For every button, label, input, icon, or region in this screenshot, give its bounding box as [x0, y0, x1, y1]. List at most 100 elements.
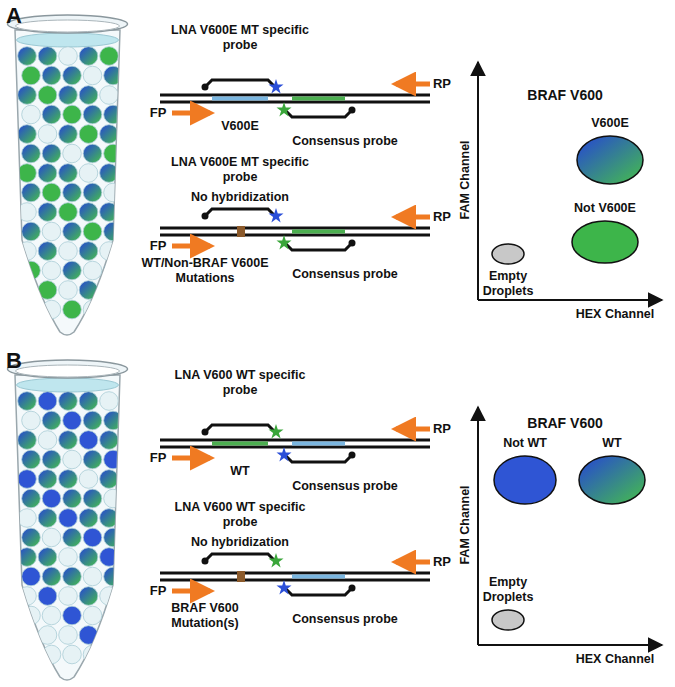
- droplet: [59, 203, 78, 222]
- droplet: [22, 489, 41, 508]
- droplet: [104, 606, 123, 625]
- dna-template: [160, 79, 430, 117]
- droplet: [104, 105, 123, 124]
- droplet: [79, 47, 98, 66]
- droplet: [18, 47, 37, 66]
- droplet: [83, 411, 102, 430]
- droplet: [104, 450, 123, 469]
- droplet: [18, 242, 37, 261]
- tube-rim: [8, 360, 128, 378]
- droplet: [104, 411, 123, 430]
- reverse-primer: [396, 82, 430, 87]
- plot-axes: [478, 407, 662, 645]
- droplet: [79, 431, 98, 450]
- fluorophore: [268, 208, 283, 222]
- droplet: [100, 242, 119, 261]
- quencher: [349, 585, 356, 592]
- label-holder: BRAF V600: [527, 415, 602, 432]
- droplet: [104, 222, 123, 241]
- text-label: LNA V600E MT specific probe: [165, 23, 315, 53]
- droplet: [100, 125, 119, 144]
- label-holder: No hybridization: [191, 535, 289, 550]
- cluster-label: Empty Droplets: [473, 575, 543, 605]
- droplet: [42, 300, 61, 319]
- label-holder: A: [6, 3, 22, 29]
- droplet: [63, 300, 82, 319]
- specific-probe: [205, 80, 275, 87]
- droplet: [79, 203, 98, 222]
- label-holder: BRAF V600 Mutation(s): [140, 601, 270, 631]
- fluorophore: [276, 102, 291, 116]
- cluster-ellipse: [579, 456, 645, 504]
- label-holder: LNA V600 WT specific probe: [165, 368, 315, 398]
- droplet: [42, 222, 61, 241]
- droplet: [42, 489, 61, 508]
- label-holder: V600E: [221, 119, 259, 134]
- droplet: [63, 411, 82, 430]
- text-label: LNA V600 WT specific probe: [165, 368, 315, 398]
- droplet: [79, 548, 98, 567]
- x-axis: [478, 299, 662, 301]
- droplet: [63, 645, 82, 664]
- label-holder: WT/Non-BRAF V600E Mutations: [140, 256, 270, 286]
- text-label: V600E: [221, 119, 259, 134]
- droplet: [42, 645, 61, 664]
- text-label: FP: [150, 105, 167, 121]
- droplet: [79, 626, 98, 645]
- droplet: [18, 86, 37, 105]
- droplet: [38, 431, 57, 450]
- droplet: [59, 125, 78, 144]
- droplet: [18, 164, 37, 183]
- fluorophore: [276, 447, 291, 461]
- quencher: [202, 429, 209, 436]
- cluster-ellipse: [492, 610, 524, 630]
- droplet: [63, 606, 82, 625]
- tube-rim-inner: [16, 20, 120, 32]
- droplet: [83, 66, 102, 85]
- text-label: FP: [150, 450, 167, 466]
- text-label: FAM Channel: [458, 140, 473, 219]
- droplet: [83, 567, 102, 586]
- dna-strand: [160, 579, 430, 582]
- dna-strand: [160, 94, 430, 97]
- label-holder: Consensus probe: [292, 479, 398, 494]
- cluster-shape: [577, 454, 647, 506]
- droplet: [63, 489, 82, 508]
- droplet: [59, 470, 78, 489]
- label-holder: FAM Channel: [458, 140, 473, 219]
- droplet: [38, 203, 57, 222]
- droplet: [79, 281, 98, 300]
- droplet: [38, 86, 57, 105]
- cluster-shape: [490, 242, 526, 266]
- droplet: [22, 606, 41, 625]
- droplet: [38, 626, 57, 645]
- text-label: A: [6, 3, 22, 29]
- droplet: [38, 509, 57, 528]
- panel-illustration: [8, 360, 663, 680]
- text-label: BRAF V600: [527, 415, 602, 432]
- droplet: [59, 626, 78, 645]
- droplet: [104, 567, 123, 586]
- quencher: [349, 240, 356, 247]
- droplet: [100, 626, 119, 645]
- label-holder: FP: [150, 583, 167, 599]
- droplet: [79, 392, 98, 411]
- droplet: [100, 203, 119, 222]
- text-label: BRAF V600: [527, 87, 602, 104]
- droplet-tube: [8, 15, 128, 335]
- label-holder: LNA V600E MT specific probe: [165, 23, 315, 53]
- label-holder: HEX Channel: [576, 307, 655, 322]
- droplet: [104, 300, 123, 319]
- droplet: [104, 144, 123, 163]
- probe-site: [212, 442, 268, 446]
- droplet: [79, 470, 98, 489]
- droplet: [22, 144, 41, 163]
- droplet: [42, 66, 61, 85]
- specific-probe: [205, 554, 275, 561]
- oil-surface: [17, 378, 119, 392]
- forward-primer: [172, 456, 210, 461]
- probe-site: [292, 575, 345, 579]
- droplet: [83, 450, 102, 469]
- cluster-label: Not V600E: [574, 201, 636, 216]
- text-label: No hybridization: [191, 190, 289, 205]
